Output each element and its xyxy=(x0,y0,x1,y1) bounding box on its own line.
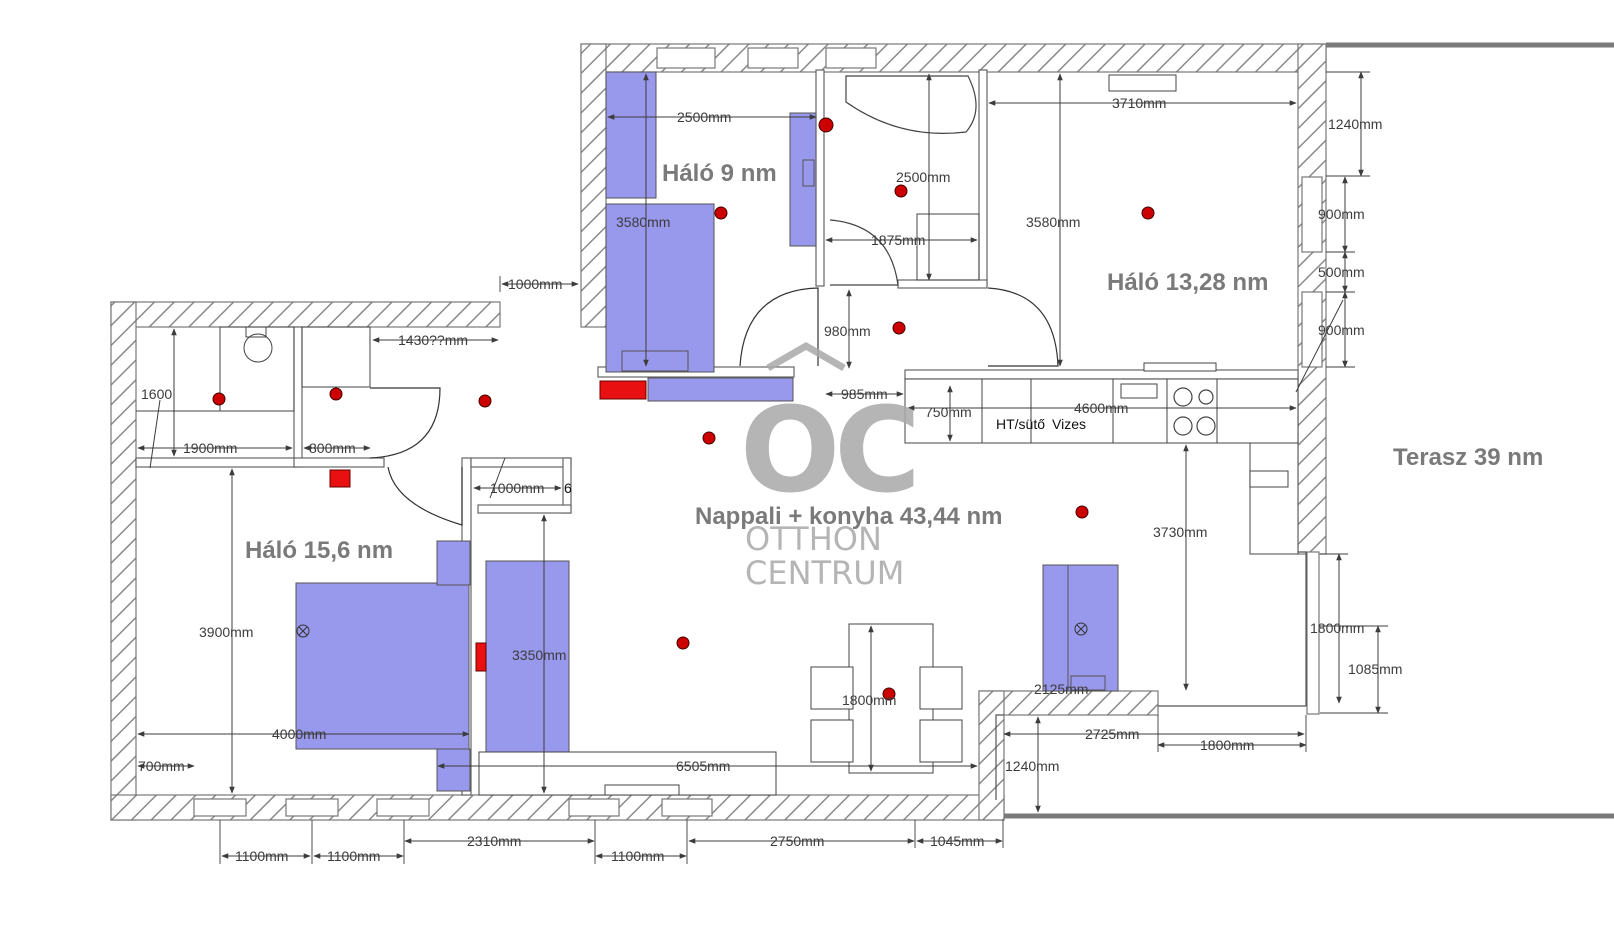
bathroom-cabinet xyxy=(916,213,980,281)
terrace-outline xyxy=(1003,42,1614,819)
dim-2725: 2725mm xyxy=(1085,726,1139,742)
dim-1100-a: 1100mm xyxy=(235,848,288,864)
label-ht-suto: HT/sütő xyxy=(996,416,1045,432)
dim-1600: 1600 xyxy=(141,386,172,402)
dim-4000: 4000mm xyxy=(272,726,326,742)
dim-3710: 3710mm xyxy=(1112,95,1166,111)
dim-1085: 1085mm xyxy=(1348,661,1402,677)
bathroom-door xyxy=(829,219,899,286)
doors xyxy=(369,287,1059,526)
logo-roof xyxy=(766,341,846,372)
room-label-halo-13: Háló 13,28 nm xyxy=(1107,269,1268,296)
dim-985: 985mm xyxy=(841,386,888,402)
logo-line-2: CENTRUM xyxy=(745,554,904,592)
logo-mark: OC xyxy=(740,381,915,519)
room-label-halo-15: Háló 15,6 nm xyxy=(245,537,393,564)
dim-2500-bath: 2500mm xyxy=(896,169,950,185)
windows xyxy=(193,47,1323,817)
leader-lines xyxy=(149,299,1344,499)
furniture xyxy=(295,71,1119,792)
label-vizes: Vizes xyxy=(1052,416,1086,432)
logo-line-1: OTTHON xyxy=(745,520,882,558)
wc-block xyxy=(136,326,371,412)
dim-1100-c: 1100mm xyxy=(611,848,664,864)
dim-1900: 1900mm xyxy=(183,440,237,456)
dim-980: 980mm xyxy=(824,323,871,339)
furniture-details xyxy=(621,159,1106,691)
dim-1000-closet: 1000mm xyxy=(490,480,544,496)
dimension-extension-lines xyxy=(219,71,1388,864)
dim-2500-halo9: 2500mm xyxy=(677,109,731,125)
dimension-texts: 2500mm 3580mm 2500mm 3710mm 3580mm 1240m… xyxy=(138,95,1402,864)
dim-3900: 3900mm xyxy=(199,624,253,640)
dim-1875: 1875mm xyxy=(871,232,925,248)
outlets xyxy=(212,117,1155,701)
dim-3580-halo13: 3580mm xyxy=(1026,214,1080,230)
tv-unit xyxy=(478,751,777,796)
dimension-lines xyxy=(137,71,1381,859)
bathtub xyxy=(845,75,977,134)
dim-800: 800mm xyxy=(309,440,356,456)
dim-1100-b: 1100mm xyxy=(327,848,380,864)
dim-2750: 2750mm xyxy=(770,833,824,849)
dim-3580-halo9: 3580mm xyxy=(616,214,670,230)
dim-1800-terrace: 1800mm xyxy=(1200,737,1254,753)
dim-1800-right: 1800mm xyxy=(1310,620,1364,636)
dim-6505: 6505mm xyxy=(676,758,730,774)
dim-2310: 2310mm xyxy=(467,833,521,849)
dim-1000-top: 1000mm xyxy=(508,276,562,292)
dim-1240-bottom: 1240mm xyxy=(1005,758,1059,774)
otthon-centrum-logo: OC OTTHON CENTRUM xyxy=(740,341,921,592)
dim-1430: 1430??mm xyxy=(398,332,468,348)
room-labels: Háló 9 nm Háló 13,28 nm Háló 15,6 nm Nap… xyxy=(245,160,1543,564)
terrace-frame xyxy=(995,551,1307,800)
room-label-halo-9: Háló 9 nm xyxy=(662,160,777,187)
kitchen-counter xyxy=(904,74,1299,488)
dim-500: 500mm xyxy=(1318,264,1365,280)
fixture-symbols xyxy=(296,622,1088,638)
appliance-labels: HT/sütő Vizes 6 xyxy=(564,416,1086,496)
dim-900-upper: 900mm xyxy=(1318,206,1365,222)
dim-1045: 1045mm xyxy=(930,833,984,849)
dim-1800-table: 1800mm xyxy=(842,692,896,708)
dim-3350: 3350mm xyxy=(512,647,566,663)
dim-700: 700mm xyxy=(138,758,185,774)
dim-2125: 2125mm xyxy=(1034,681,1088,697)
room-label-nappali: Nappali + konyha 43,44 nm xyxy=(695,503,1002,530)
dim-1240-top: 1240mm xyxy=(1328,116,1382,132)
dim-900-lower: 900mm xyxy=(1318,322,1365,338)
room-label-terasz: Terasz 39 nm xyxy=(1393,444,1543,471)
dim-750: 750mm xyxy=(925,404,972,420)
label-six: 6 xyxy=(564,480,572,496)
dim-3730: 3730mm xyxy=(1153,524,1207,540)
dim-4600: 4600mm xyxy=(1074,400,1128,416)
